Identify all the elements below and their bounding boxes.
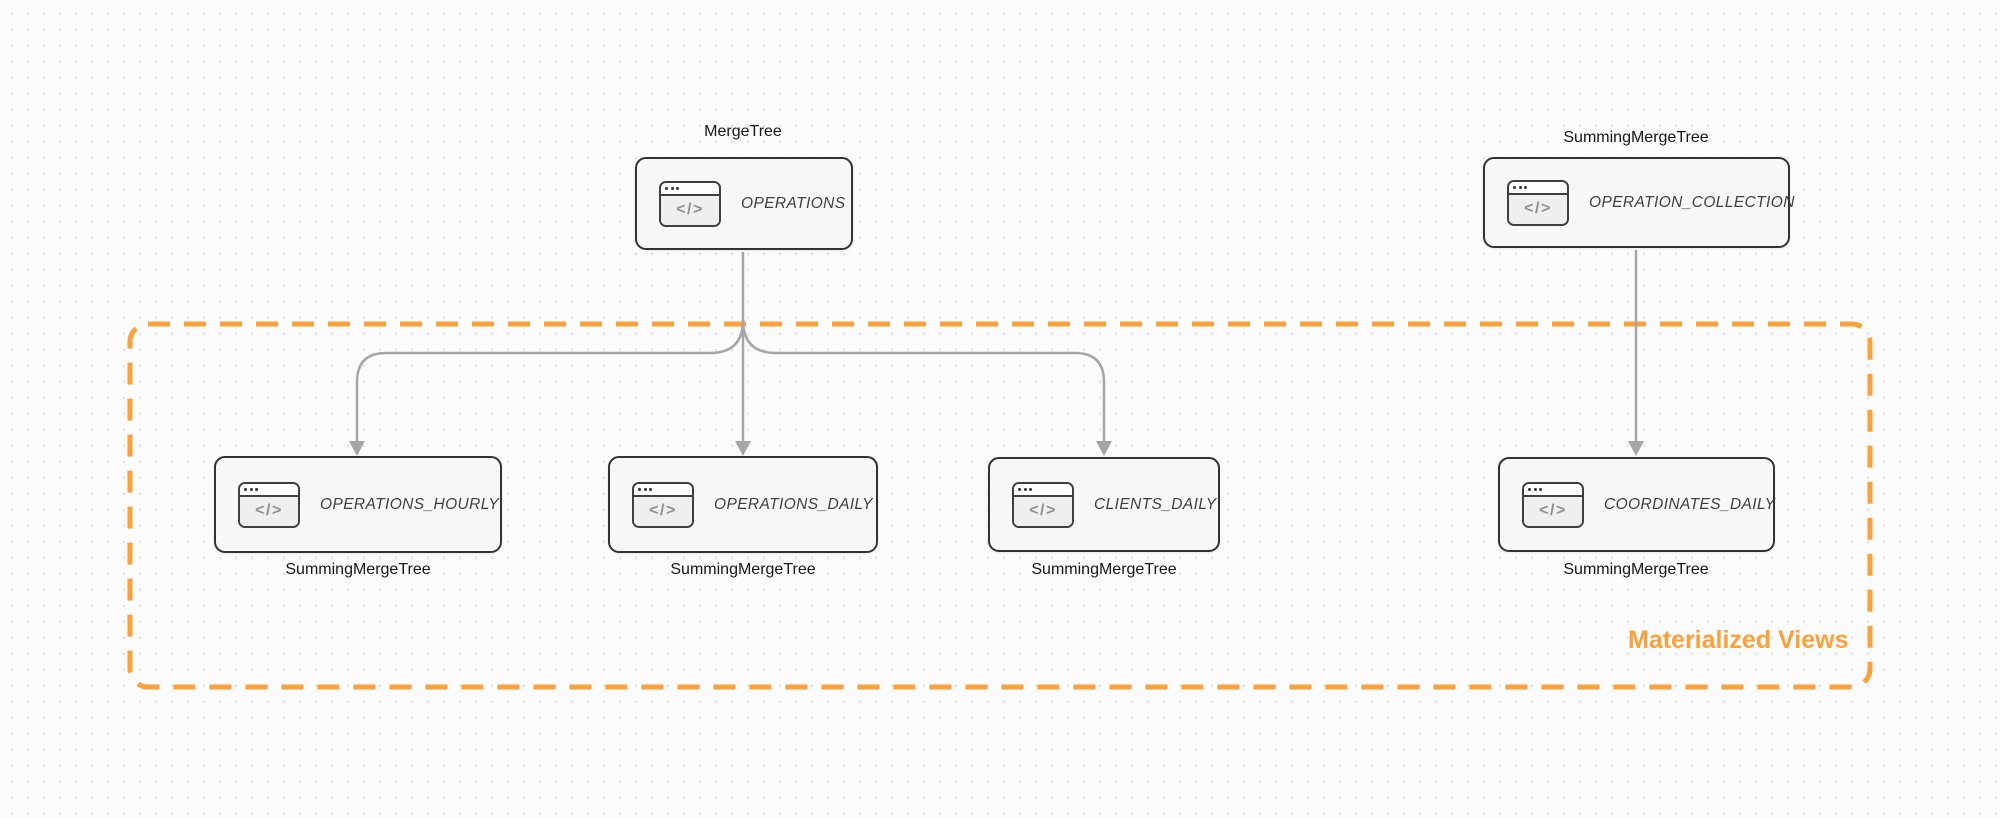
engine-label-coordinates-daily: SummingMergeTree: [1563, 561, 1709, 578]
node-title: OPERATIONS_HOURLY: [320, 495, 500, 513]
window-dots: [634, 483, 692, 497]
node-title: OPERATIONS_DAILY: [714, 495, 873, 513]
node-title: OPERATION_COLLECTION: [1589, 193, 1795, 211]
edge-operations-to-operations-hourly: [355, 319, 745, 442]
code-window-icon: </>: [659, 180, 721, 227]
edge-operations-to-clients-daily: [741, 319, 1106, 442]
code-glyph: </>: [240, 496, 298, 526]
code-window-icon: </>: [632, 481, 694, 528]
node-operations-daily[interactable]: </> OPERATIONS_DAILY: [608, 456, 878, 553]
code-window-icon: </>: [238, 481, 300, 528]
node-title: CLIENTS_DAILY: [1094, 495, 1217, 513]
arrowhead-operations-daily: [735, 441, 751, 456]
code-glyph: </>: [634, 496, 692, 526]
window-dots: [661, 182, 719, 196]
code-window-icon: </>: [1507, 179, 1569, 226]
node-operation-collection[interactable]: </> OPERATION_COLLECTION: [1483, 157, 1794, 248]
arrowhead-operations-hourly: [349, 441, 365, 456]
engine-label-clients-daily: SummingMergeTree: [1031, 561, 1177, 578]
materialized-views-label: Materialized Views: [1628, 626, 1849, 654]
engine-label-operation-collection: SummingMergeTree: [1563, 129, 1709, 146]
engine-label-operations: MergeTree: [704, 123, 782, 140]
window-dots: [1014, 483, 1072, 497]
node-operations-hourly[interactable]: </> OPERATIONS_HOURLY: [214, 456, 502, 553]
node-title: OPERATIONS: [741, 194, 846, 212]
engine-label-operations-hourly: SummingMergeTree: [285, 561, 431, 578]
arrowhead-coordinates-daily: [1628, 441, 1644, 456]
code-glyph: </>: [1509, 194, 1567, 224]
arrowhead-clients-daily: [1096, 441, 1112, 456]
window-dots: [1509, 181, 1567, 195]
window-dots: [1524, 483, 1582, 497]
node-coordinates-daily[interactable]: </> COORDINATES_DAILY: [1498, 457, 1775, 552]
code-glyph: </>: [661, 195, 719, 225]
node-clients-daily[interactable]: </> CLIENTS_DAILY: [988, 457, 1220, 552]
code-window-icon: </>: [1522, 481, 1584, 528]
code-glyph: </>: [1524, 496, 1582, 526]
code-glyph: </>: [1014, 496, 1072, 526]
code-window-icon: </>: [1012, 481, 1074, 528]
window-dots: [240, 483, 298, 497]
node-title: COORDINATES_DAILY: [1604, 495, 1776, 513]
node-operations[interactable]: </> OPERATIONS: [635, 157, 853, 250]
engine-label-operations-daily: SummingMergeTree: [670, 561, 816, 578]
